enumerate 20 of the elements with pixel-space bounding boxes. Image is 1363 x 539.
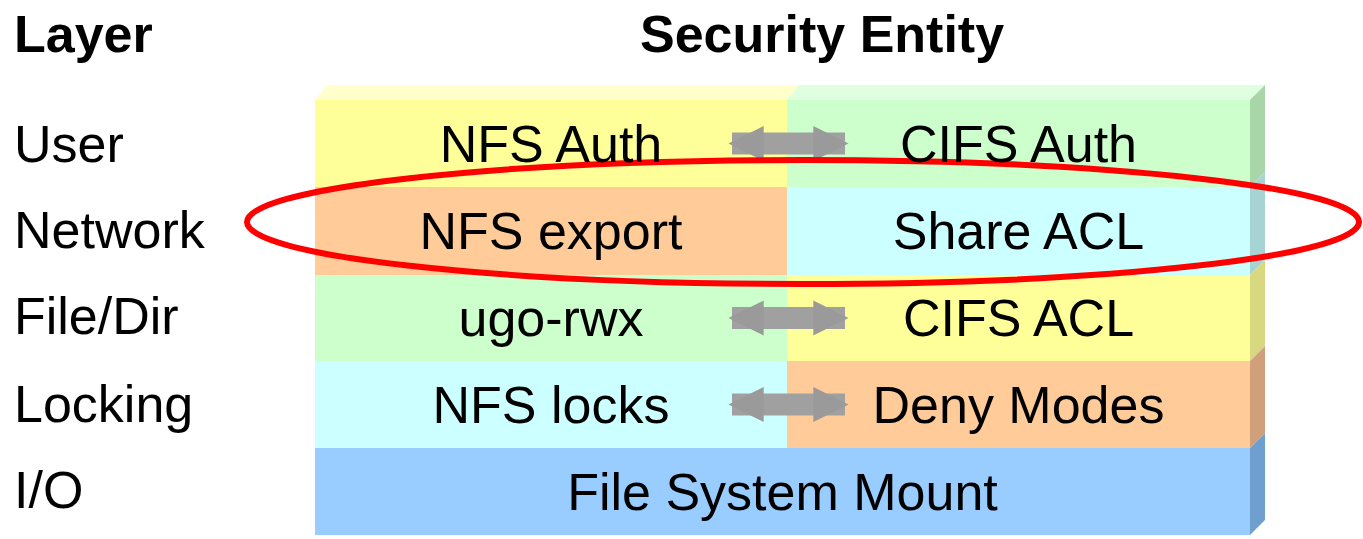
layer-name: User [14, 118, 124, 170]
layer-block [787, 187, 1250, 275]
double-arrow [728, 386, 849, 423]
layer-block [787, 361, 1250, 448]
layer-block [315, 448, 1250, 535]
layer-name: File/Dir [14, 290, 179, 342]
layer-block [315, 100, 787, 187]
layer-name: I/O [14, 464, 84, 516]
layer-block [315, 361, 787, 448]
layer-block [787, 275, 1250, 361]
layer-block [315, 275, 787, 361]
block-label: Share ACL [892, 205, 1145, 257]
layer-block [787, 100, 1250, 187]
block-label: NFS Auth [439, 117, 663, 170]
double-arrow [728, 300, 849, 336]
block-label: NFS locks [432, 378, 670, 431]
block-label: CIFS Auth [900, 117, 1137, 170]
layer-name: Network [14, 204, 205, 256]
block-label: CIFS ACL [902, 292, 1135, 344]
layer-block [315, 187, 787, 275]
